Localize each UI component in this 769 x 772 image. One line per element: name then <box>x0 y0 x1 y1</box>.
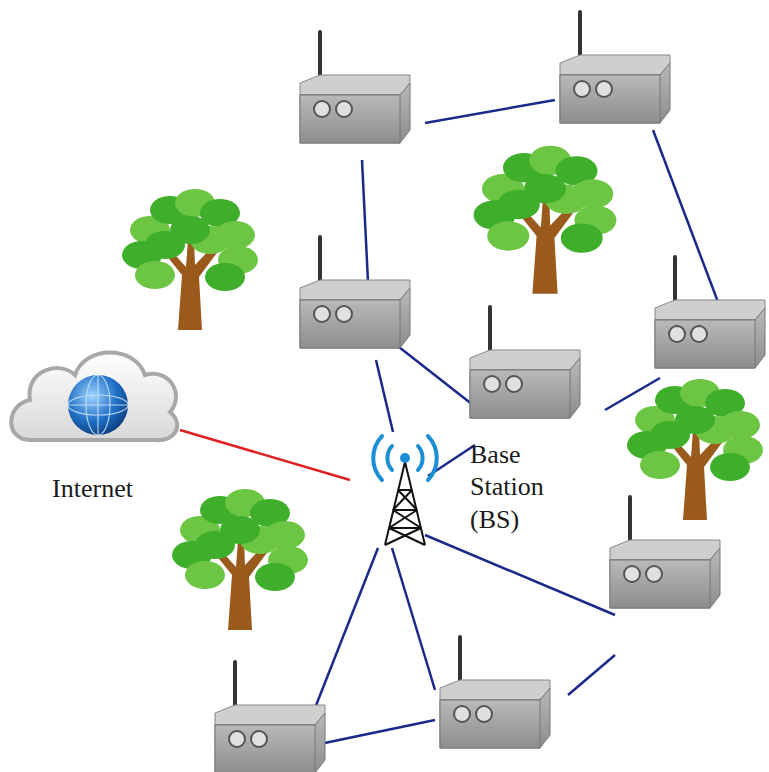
tree <box>122 189 258 330</box>
sensor-links <box>315 100 718 745</box>
sensor-node <box>300 30 410 143</box>
sensor-node <box>610 495 720 608</box>
sensor-node <box>655 255 765 368</box>
internet-cloud <box>11 353 177 441</box>
station-label: Base Station (BS) <box>470 439 570 537</box>
internet-cloud-node: Internet <box>5 345 180 505</box>
base-station-node: Base Station (BS) <box>355 430 570 545</box>
sensor-nodes <box>215 10 765 772</box>
cloud-label: Internet <box>52 473 133 506</box>
sensor-node <box>560 10 670 123</box>
tree <box>172 489 308 630</box>
internet-link <box>180 430 350 480</box>
trees <box>122 146 763 630</box>
tree <box>474 146 617 294</box>
tree <box>627 379 763 520</box>
sensor-node <box>470 305 580 418</box>
base-station-tower <box>373 436 437 545</box>
sensor-node <box>215 660 325 772</box>
sensor-node <box>300 235 410 348</box>
sensor-node <box>440 635 550 748</box>
